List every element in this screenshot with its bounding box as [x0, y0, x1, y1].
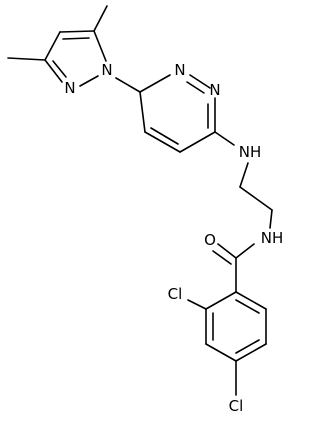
ethylenediamine-linker: [214, 131, 273, 229]
atom-label-n: N: [101, 61, 112, 79]
pyrazole-ring: [7, 5, 108, 87]
bond: [139, 91, 146, 133]
bond: [205, 343, 237, 362]
bond: [189, 74, 211, 89]
bond: [205, 291, 237, 310]
bond: [93, 30, 107, 62]
bond: [179, 131, 216, 153]
bond: [239, 186, 273, 211]
bond: [187, 299, 207, 310]
bond: [235, 343, 267, 362]
amide-group: [212, 243, 255, 293]
bond: [235, 339, 260, 354]
bond: [186, 81, 205, 94]
bond: [62, 37, 90, 40]
bond: [235, 299, 260, 314]
bond: [150, 127, 179, 145]
atom-label-nh: NH: [239, 143, 262, 161]
bond: [59, 30, 95, 33]
bond: [52, 60, 67, 78]
atom-label-n: N: [64, 79, 75, 97]
atom-label-cl: Cl: [229, 397, 244, 415]
bond: [115, 77, 141, 93]
bond: [139, 74, 171, 93]
dichlorophenyl-ring: [187, 291, 267, 396]
bond: [212, 250, 232, 265]
atom-label-nh: NH: [261, 229, 284, 247]
bond: [44, 31, 61, 61]
molecule-structure: N N N N NH NH O Cl Cl: [7, 5, 284, 415]
bond: [235, 291, 267, 310]
bond: [269, 209, 273, 229]
bond: [93, 5, 108, 32]
bond: [7, 57, 46, 61]
atom-label-n: N: [209, 81, 220, 99]
bond: [217, 243, 237, 259]
pyridazine-ring: [139, 74, 216, 153]
bond: [214, 131, 235, 146]
atom-label-cl: Cl: [168, 285, 183, 303]
bond: [235, 243, 255, 259]
bond: [144, 131, 181, 153]
bond: [79, 75, 99, 87]
bond: [44, 59, 63, 83]
bond: [239, 162, 249, 188]
atom-label-o: O: [204, 231, 216, 249]
atom-label-n: N: [174, 61, 185, 79]
